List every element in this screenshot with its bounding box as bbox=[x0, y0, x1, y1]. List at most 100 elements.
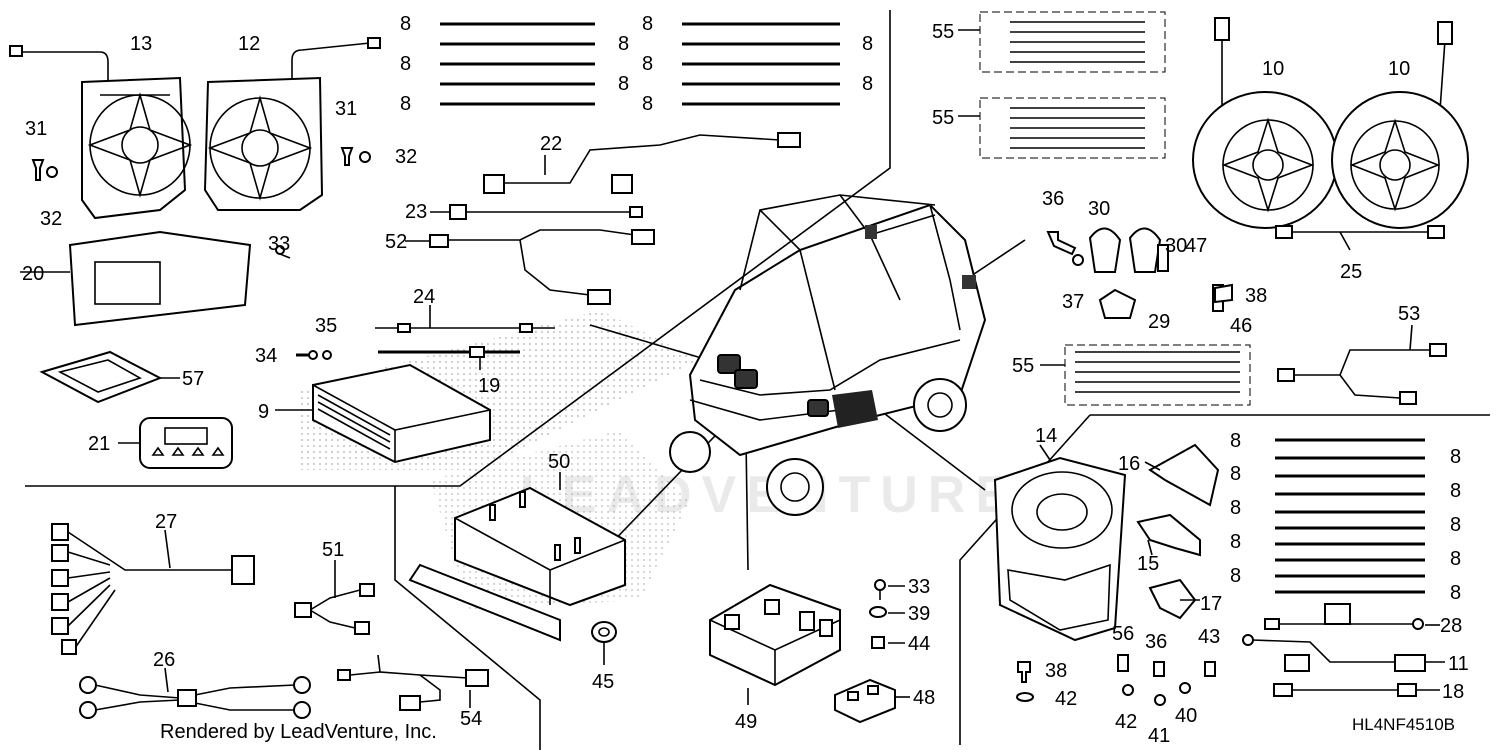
callout-46: 46 bbox=[1230, 315, 1252, 337]
callout-10b: 10 bbox=[1388, 58, 1410, 80]
callout-15: 15 bbox=[1137, 553, 1159, 575]
callout-20: 20 bbox=[22, 263, 44, 285]
callout-55b: 55 bbox=[932, 107, 954, 129]
tie-label-9: 8 bbox=[862, 73, 873, 95]
callout-38a: 38 bbox=[1245, 285, 1267, 307]
tie-label-3: 8 bbox=[400, 53, 411, 75]
callout-33a: 33 bbox=[268, 233, 290, 255]
harness-53 bbox=[1277, 324, 1447, 405]
callout-42a: 42 bbox=[1055, 688, 1077, 710]
harness-23 bbox=[430, 204, 643, 220]
callout-47: 47 bbox=[1185, 235, 1207, 257]
tie-label-1: 8 bbox=[400, 13, 411, 35]
screws-31-32 bbox=[31, 147, 371, 181]
callout-14: 14 bbox=[1035, 425, 1057, 447]
harness-11 bbox=[1242, 634, 1445, 672]
harness-52 bbox=[405, 229, 655, 305]
callout-55c: 55 bbox=[1012, 355, 1034, 377]
callout-31b: 31 bbox=[335, 98, 357, 120]
callout-29: 29 bbox=[1148, 311, 1170, 333]
ground-harness-26 bbox=[79, 667, 311, 719]
callout-36b: 36 bbox=[1145, 631, 1167, 653]
callout-41: 41 bbox=[1148, 725, 1170, 747]
callout-28: 28 bbox=[1440, 615, 1462, 637]
callout-35: 35 bbox=[315, 315, 337, 337]
callout-55a: 55 bbox=[932, 21, 954, 43]
bolt-34-washer-35 bbox=[296, 350, 332, 360]
tower-speaker-10b bbox=[1331, 21, 1469, 229]
cable-ties-right bbox=[1275, 438, 1425, 594]
harness-25 bbox=[1275, 225, 1445, 251]
callout-33b: 33 bbox=[908, 576, 930, 598]
tie-label-r7: 8 bbox=[1230, 531, 1241, 553]
small-hardware-bottom-right bbox=[1016, 654, 1216, 706]
callout-17: 17 bbox=[1200, 593, 1222, 615]
tower-speaker-10a bbox=[1192, 17, 1338, 229]
speaker-pod-12 bbox=[203, 37, 381, 211]
tie-label-7: 8 bbox=[862, 33, 873, 55]
grommet-45 bbox=[591, 621, 617, 665]
sticker-57 bbox=[39, 350, 180, 404]
clamp-hardware-group bbox=[1046, 227, 1233, 319]
fuse-box-49 bbox=[709, 583, 841, 705]
callout-56: 56 bbox=[1112, 623, 1134, 645]
relay-cover-48 bbox=[834, 678, 910, 724]
mount-bracket-50 bbox=[408, 472, 626, 642]
callout-19: 19 bbox=[478, 375, 500, 397]
tie-label-r3: 8 bbox=[1230, 463, 1241, 485]
callout-49: 49 bbox=[735, 711, 757, 733]
callout-21: 21 bbox=[88, 433, 110, 455]
tie-label-r2: 8 bbox=[1450, 446, 1461, 468]
tie-label-r8: 8 bbox=[1450, 548, 1461, 570]
callout-10a: 10 bbox=[1262, 58, 1284, 80]
callout-27: 27 bbox=[155, 511, 177, 533]
tie-label-10: 8 bbox=[642, 93, 653, 115]
tie-label-r10: 8 bbox=[1450, 582, 1461, 604]
tie-label-r4: 8 bbox=[1450, 480, 1461, 502]
callout-24: 24 bbox=[413, 286, 435, 308]
small-hardware-center bbox=[869, 579, 905, 649]
harness-51 bbox=[294, 560, 375, 635]
cable-24 bbox=[375, 305, 555, 333]
tie-label-r6: 8 bbox=[1450, 514, 1461, 536]
callout-18: 18 bbox=[1442, 681, 1464, 703]
callout-16: 16 bbox=[1118, 453, 1140, 475]
callout-30b: 30 bbox=[1165, 235, 1187, 257]
harness-22 bbox=[483, 132, 801, 194]
callout-53: 53 bbox=[1398, 303, 1420, 325]
tie-label-r9: 8 bbox=[1230, 565, 1241, 587]
tie-label-8: 8 bbox=[642, 53, 653, 75]
bracket-20 bbox=[20, 230, 252, 327]
callout-26: 26 bbox=[153, 649, 175, 671]
cable-tie-pack-55c bbox=[1040, 344, 1251, 406]
callout-22: 22 bbox=[540, 133, 562, 155]
callout-57: 57 bbox=[182, 368, 204, 390]
speaker-pod-13 bbox=[9, 45, 193, 220]
callout-13: 13 bbox=[130, 33, 152, 55]
callout-50: 50 bbox=[548, 451, 570, 473]
callout-38b: 38 bbox=[1045, 660, 1067, 682]
diagram-code: HL4NF4510B bbox=[1352, 715, 1455, 734]
tie-label-4: 8 bbox=[618, 73, 629, 95]
callout-31a: 31 bbox=[25, 118, 47, 140]
callout-32b: 32 bbox=[395, 146, 417, 168]
callout-30a: 30 bbox=[1088, 198, 1110, 220]
callout-40: 40 bbox=[1175, 705, 1197, 727]
subwoofer-14 bbox=[993, 444, 1127, 642]
callout-48: 48 bbox=[913, 687, 935, 709]
callout-39: 39 bbox=[908, 603, 930, 625]
harness-27 bbox=[51, 523, 255, 655]
amplifier-9 bbox=[275, 363, 491, 464]
harness-18 bbox=[1273, 683, 1440, 697]
callout-44: 44 bbox=[908, 633, 930, 655]
callout-11: 11 bbox=[1448, 653, 1469, 675]
callout-37: 37 bbox=[1062, 291, 1084, 313]
control-panel-21 bbox=[118, 417, 233, 469]
callout-51: 51 bbox=[322, 539, 344, 561]
callout-54: 54 bbox=[460, 708, 482, 730]
tie-label-6: 8 bbox=[642, 13, 653, 35]
cable-19 bbox=[378, 346, 520, 370]
brackets-15-16-17 bbox=[1136, 443, 1220, 620]
tie-label-5: 8 bbox=[400, 93, 411, 115]
